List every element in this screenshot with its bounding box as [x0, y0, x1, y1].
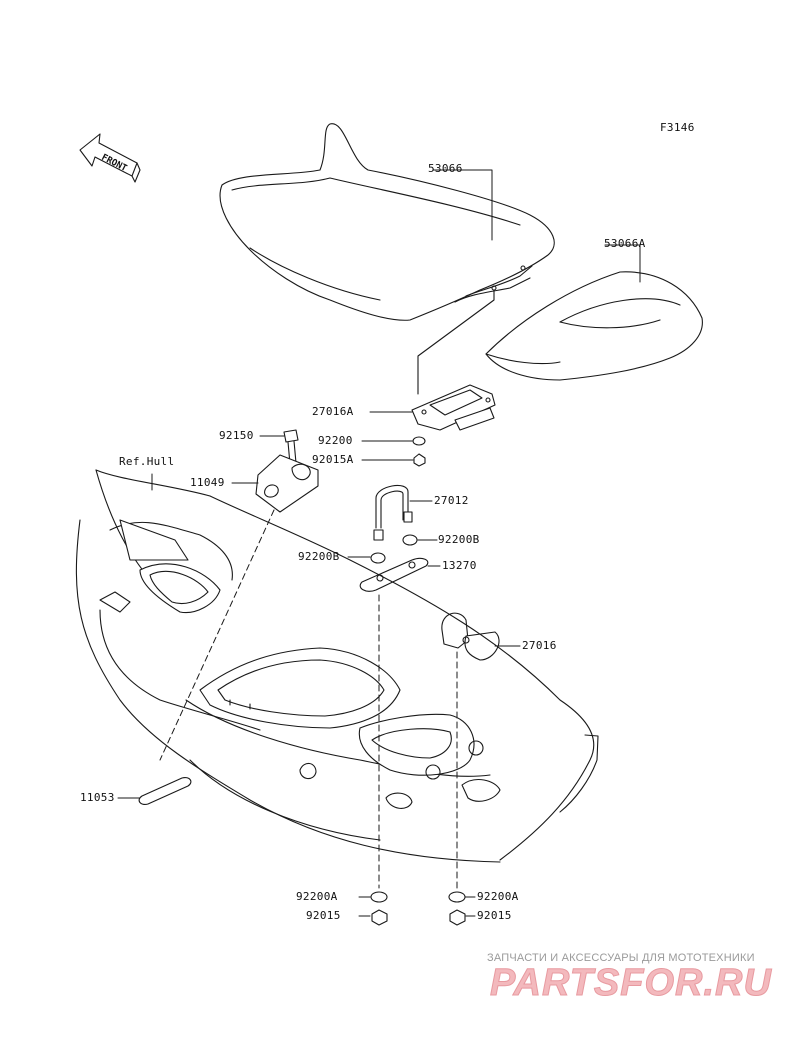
part-label-washer-92200A-right: 92200A	[477, 890, 519, 903]
plate-13270	[359, 557, 429, 592]
part-label-nut-92015A: 92015A	[312, 453, 354, 466]
figure-code: F3146	[660, 121, 695, 134]
bolt-92150	[283, 429, 299, 465]
latch-27016A	[411, 384, 496, 431]
part-label-washer-92200B-left: 92200B	[298, 550, 340, 563]
part-label-u-bolt: 27012	[434, 494, 469, 507]
leader-lines	[117, 169, 641, 917]
part-label-bolt: 92150	[219, 429, 254, 442]
part-label-plate: 13270	[442, 559, 477, 572]
hull-outline	[75, 469, 599, 863]
part-label-washer-92200A-left: 92200A	[296, 890, 338, 903]
part-label-seat: 53066	[428, 162, 463, 175]
washer-92200A-right	[448, 891, 466, 903]
watermark-logo: PARTSFOR.RU	[490, 962, 772, 1005]
hook-27016	[441, 612, 500, 661]
part-label-washer-92200: 92200	[318, 434, 353, 447]
seat-53066	[219, 123, 555, 395]
plate-11053	[138, 777, 192, 805]
ref-hull-label: Ref.Hull	[119, 455, 175, 468]
washer-92200B-right	[402, 534, 418, 546]
washer-92200	[412, 436, 426, 446]
rear-seat-53066A	[485, 271, 703, 381]
part-label-nut-92015-right: 92015	[477, 909, 512, 922]
washer-92200B-left	[370, 552, 386, 564]
assembly-dashed-lines	[159, 509, 458, 889]
watermark-tagline: ЗАПЧАСТИ И АКСЕССУАРЫ ДЛЯ МОТОТЕХНИКИ	[487, 952, 755, 964]
nut-92015A	[413, 453, 426, 467]
part-label-hook: 27016	[522, 639, 557, 652]
part-label-plate-small: 11053	[80, 791, 115, 804]
bracket-11049	[255, 454, 319, 513]
u-bolt-27012	[373, 484, 413, 541]
nut-92015-right	[449, 909, 466, 926]
nut-92015-left	[371, 909, 388, 926]
part-label-rear-seat: 53066A	[604, 237, 646, 250]
part-label-nut-92015-left: 92015	[306, 909, 341, 922]
part-label-latch: 27016A	[312, 405, 354, 418]
part-label-bracket: 11049	[190, 476, 225, 489]
part-label-washer-92200B-right: 92200B	[438, 533, 480, 546]
washer-92200A-left	[370, 891, 388, 903]
front-arrow-icon	[79, 133, 141, 183]
